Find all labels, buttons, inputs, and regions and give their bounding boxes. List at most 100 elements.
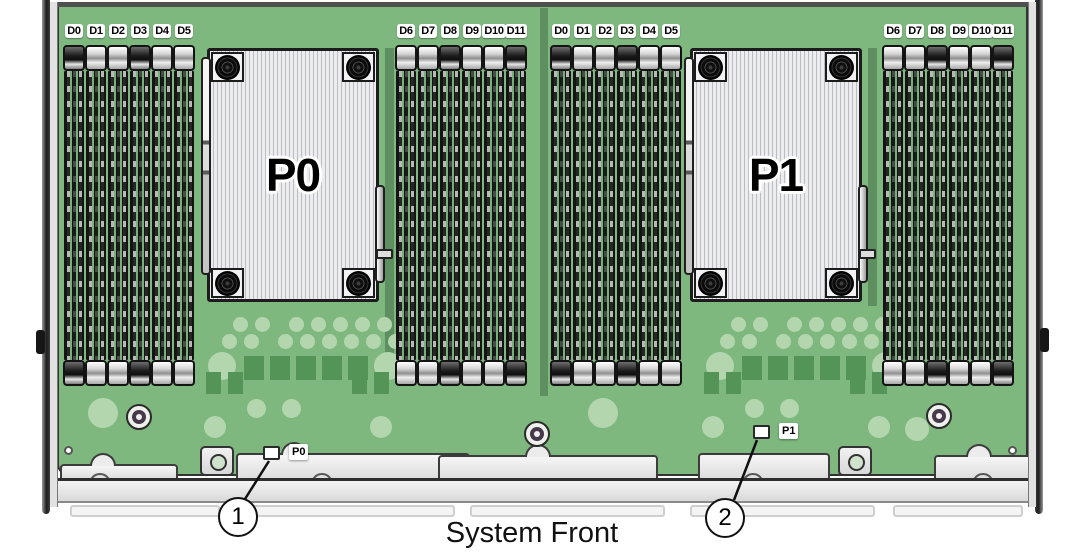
board-pad-circle bbox=[247, 399, 266, 418]
board-pad-square bbox=[850, 372, 865, 394]
board-pad-circle bbox=[868, 416, 890, 438]
dimm-label-cell: D5 bbox=[173, 24, 195, 38]
dimm-clip-top bbox=[417, 45, 439, 71]
dimm-clip-bottom bbox=[616, 360, 638, 386]
board-pad-circle bbox=[289, 317, 304, 332]
heatsink-screw-icon bbox=[215, 55, 240, 80]
dimm-slot-label: D9 bbox=[463, 24, 481, 38]
board-pad-circle bbox=[905, 417, 929, 441]
board-shadow-strip bbox=[868, 48, 877, 306]
heatsink-latch-hook bbox=[376, 249, 393, 259]
dimm-slot-label: D8 bbox=[441, 24, 459, 38]
dimm-label-cell: D1 bbox=[85, 24, 107, 38]
board-pad-circle bbox=[377, 317, 392, 332]
dimm-clip-bottom bbox=[572, 360, 594, 386]
dimm-label-cell: D7 bbox=[417, 24, 439, 38]
board-pad-circle bbox=[864, 334, 879, 349]
dimm-clip-bottom bbox=[992, 360, 1014, 386]
dimm-clip-bottom bbox=[970, 360, 992, 386]
dimm-label-cell: D5 bbox=[660, 24, 682, 38]
processor-fault-led-p1 bbox=[753, 425, 770, 439]
dimm-clip-top bbox=[483, 45, 505, 71]
dimm-slot bbox=[949, 71, 969, 360]
bracket-tab bbox=[838, 446, 872, 476]
dimm-slot-label: D5 bbox=[662, 24, 680, 38]
callout-2: 2 bbox=[705, 498, 745, 538]
board-pad-circle bbox=[588, 398, 618, 428]
dimm-clip-top bbox=[173, 45, 195, 71]
board-pad-circle bbox=[88, 398, 118, 428]
dimm-clip-bottom bbox=[904, 360, 926, 386]
processor-heatsink-p1: P1 bbox=[684, 48, 876, 302]
board-pad-circle bbox=[222, 334, 237, 349]
caption-system-front: System Front bbox=[445, 517, 619, 549]
board-pad-circle bbox=[282, 399, 301, 418]
dimm-slot-label: D0 bbox=[65, 24, 83, 38]
dimm-slot-label: D4 bbox=[153, 24, 171, 38]
board-pad-circle bbox=[842, 334, 857, 349]
dimm-clip-top bbox=[638, 45, 660, 71]
board-pad-square bbox=[228, 372, 243, 394]
dimm-slot bbox=[971, 71, 991, 360]
dimm-label-cell: D9 bbox=[948, 24, 970, 38]
dimm-clip-bottom bbox=[550, 360, 572, 386]
dimm-slot-label: D11 bbox=[991, 24, 1015, 38]
heatsink-corner-pad bbox=[694, 52, 727, 82]
dimm-clip-bottom bbox=[173, 360, 195, 386]
chassis-subrail-segment bbox=[245, 505, 455, 517]
dimm-slot-label: D6 bbox=[884, 24, 902, 38]
chassis-subrail-segment bbox=[70, 505, 220, 517]
board-pad-square bbox=[704, 372, 719, 394]
board-pad-circle bbox=[244, 334, 259, 349]
board-pad-circle bbox=[720, 334, 735, 349]
dimm-clip-top bbox=[660, 45, 682, 71]
dimm-label-cell: D8 bbox=[439, 24, 461, 38]
heatsink-latch-right bbox=[375, 185, 385, 283]
board-pad-square bbox=[794, 356, 814, 380]
processor-label-p1: P1 bbox=[748, 149, 804, 201]
dimm-slot-label: D2 bbox=[109, 24, 127, 38]
chassis-right-wall bbox=[1035, 0, 1043, 514]
dimm-clip-top bbox=[882, 45, 904, 71]
fault-led-label-p0: P0 bbox=[289, 444, 309, 460]
board-pad-circle bbox=[311, 317, 326, 332]
dimm-clip-bottom bbox=[395, 360, 417, 386]
heatsink-latch-left bbox=[201, 57, 211, 275]
board-shadow-strip bbox=[385, 48, 394, 358]
dimm-label-cell: D10 bbox=[482, 24, 506, 38]
chassis-tab-left bbox=[36, 330, 45, 354]
callout-1-number: 1 bbox=[231, 503, 245, 530]
board-pad-circle bbox=[742, 334, 757, 349]
dimm-label-cell: D4 bbox=[151, 24, 173, 38]
board-screw-icon bbox=[126, 404, 152, 430]
heatsink-screw-icon bbox=[346, 271, 371, 296]
heatsink-screw-icon bbox=[346, 55, 371, 80]
dimm-label-cell: D6 bbox=[395, 24, 417, 38]
chassis-left-wall bbox=[42, 0, 50, 514]
board-screw-icon bbox=[926, 403, 952, 429]
heatsink-corner-pad bbox=[825, 52, 858, 82]
board-pad-square bbox=[244, 356, 264, 380]
dimm-label-cell: D8 bbox=[926, 24, 948, 38]
bracket-tab-hole-icon bbox=[848, 454, 865, 471]
dimm-slot bbox=[130, 71, 150, 360]
board-pad-circle bbox=[798, 334, 813, 349]
dimm-slot-label: D5 bbox=[175, 24, 193, 38]
dimm-clip-top bbox=[926, 45, 948, 71]
dimm-clip-top bbox=[395, 45, 417, 71]
chassis-subrail-segment bbox=[470, 505, 665, 517]
dimm-slot-label: D11 bbox=[504, 24, 528, 38]
dimm-slot bbox=[108, 71, 128, 360]
dimm-clip-bottom bbox=[63, 360, 85, 386]
dimm-slot bbox=[462, 71, 482, 360]
callout-2-number: 2 bbox=[718, 504, 732, 531]
heatsink-corner-pad bbox=[211, 268, 244, 298]
board-pad-circle bbox=[787, 317, 802, 332]
dimm-clip-bottom bbox=[417, 360, 439, 386]
dimm-clip-top bbox=[594, 45, 616, 71]
